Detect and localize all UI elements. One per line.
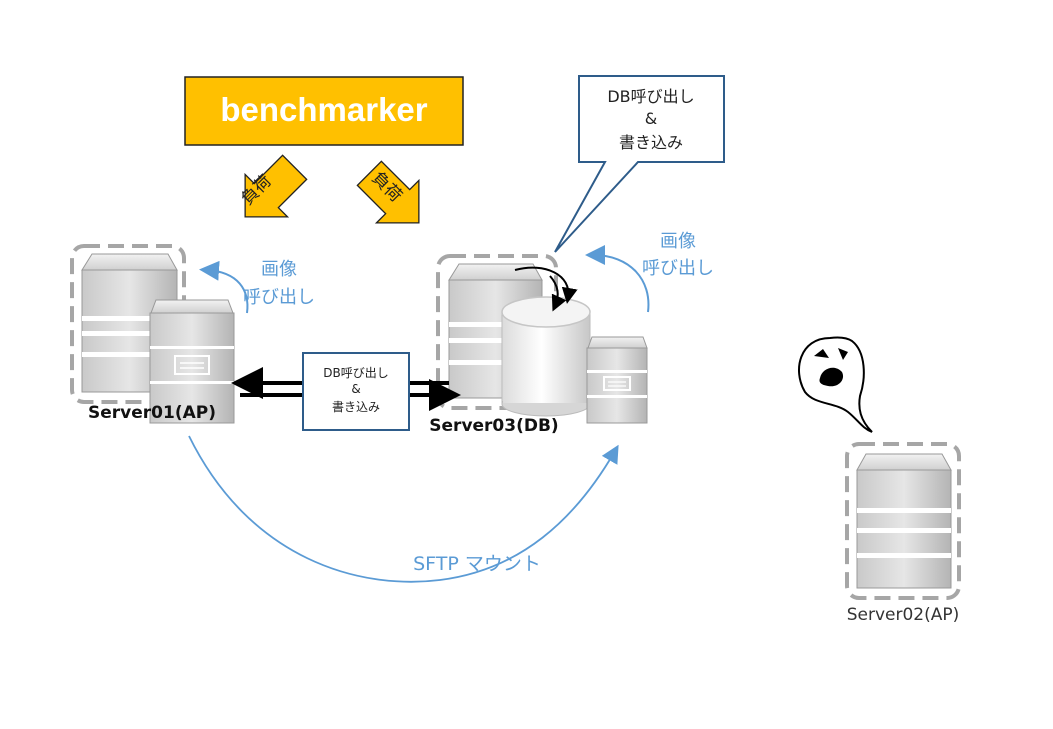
ghost-icon <box>797 336 873 433</box>
image-call-left-arrow <box>199 260 249 314</box>
db-io-connector: DB呼び出し & 書き込み <box>231 352 461 431</box>
server02-label: Server02(AP) <box>847 605 960 625</box>
server02-group: Server02(AP) <box>845 442 961 625</box>
db-read-arrow <box>549 275 567 312</box>
image-call-right: 画像 呼び出し <box>585 231 714 313</box>
server02-tower-icon <box>856 453 952 589</box>
db-io-line2: & <box>351 382 360 396</box>
server02-dashed-frame <box>845 442 961 600</box>
image-call-left-line2: 呼び出し <box>243 287 315 308</box>
db-callout-line1: DB呼び出し <box>607 87 694 106</box>
image-call-left-line1: 画像 <box>261 259 297 280</box>
sftp-mount-label: SFTP マウント <box>413 553 541 575</box>
db-io-line3: 書き込み <box>332 400 380 414</box>
image-call-right-line1: 画像 <box>660 231 696 252</box>
server03-group: Server03(DB) <box>429 254 648 436</box>
db-write-arrow <box>514 266 578 304</box>
server01-label: Server01(AP) <box>88 403 216 423</box>
db-io-line1: DB呼び出し <box>323 366 388 380</box>
db-callout: DB呼び出し & 書き込み <box>554 75 725 253</box>
benchmarker-label: benchmarker <box>220 91 427 128</box>
server01-unit-icon <box>149 299 235 424</box>
load-arrow-left <box>244 154 308 218</box>
db-io-box <box>302 352 410 431</box>
server03-unit-icon <box>586 336 648 424</box>
load-arrow-right <box>356 160 420 224</box>
sftp-mount: SFTP マウント <box>188 435 619 583</box>
image-call-right-line2: 呼び出し <box>642 258 714 279</box>
database-cylinder-icon <box>501 296 591 417</box>
db-callout-line3: 書き込み <box>619 133 683 152</box>
server01-group: Server01(AP) <box>70 244 235 424</box>
image-call-left: 画像 呼び出し <box>199 259 315 314</box>
image-call-right-arrow <box>585 245 650 313</box>
server03-label: Server03(DB) <box>429 416 558 436</box>
db-callout-line2: & <box>645 109 657 128</box>
sftp-mount-arrow <box>188 435 619 583</box>
benchmarker-box: benchmarker <box>184 76 464 146</box>
